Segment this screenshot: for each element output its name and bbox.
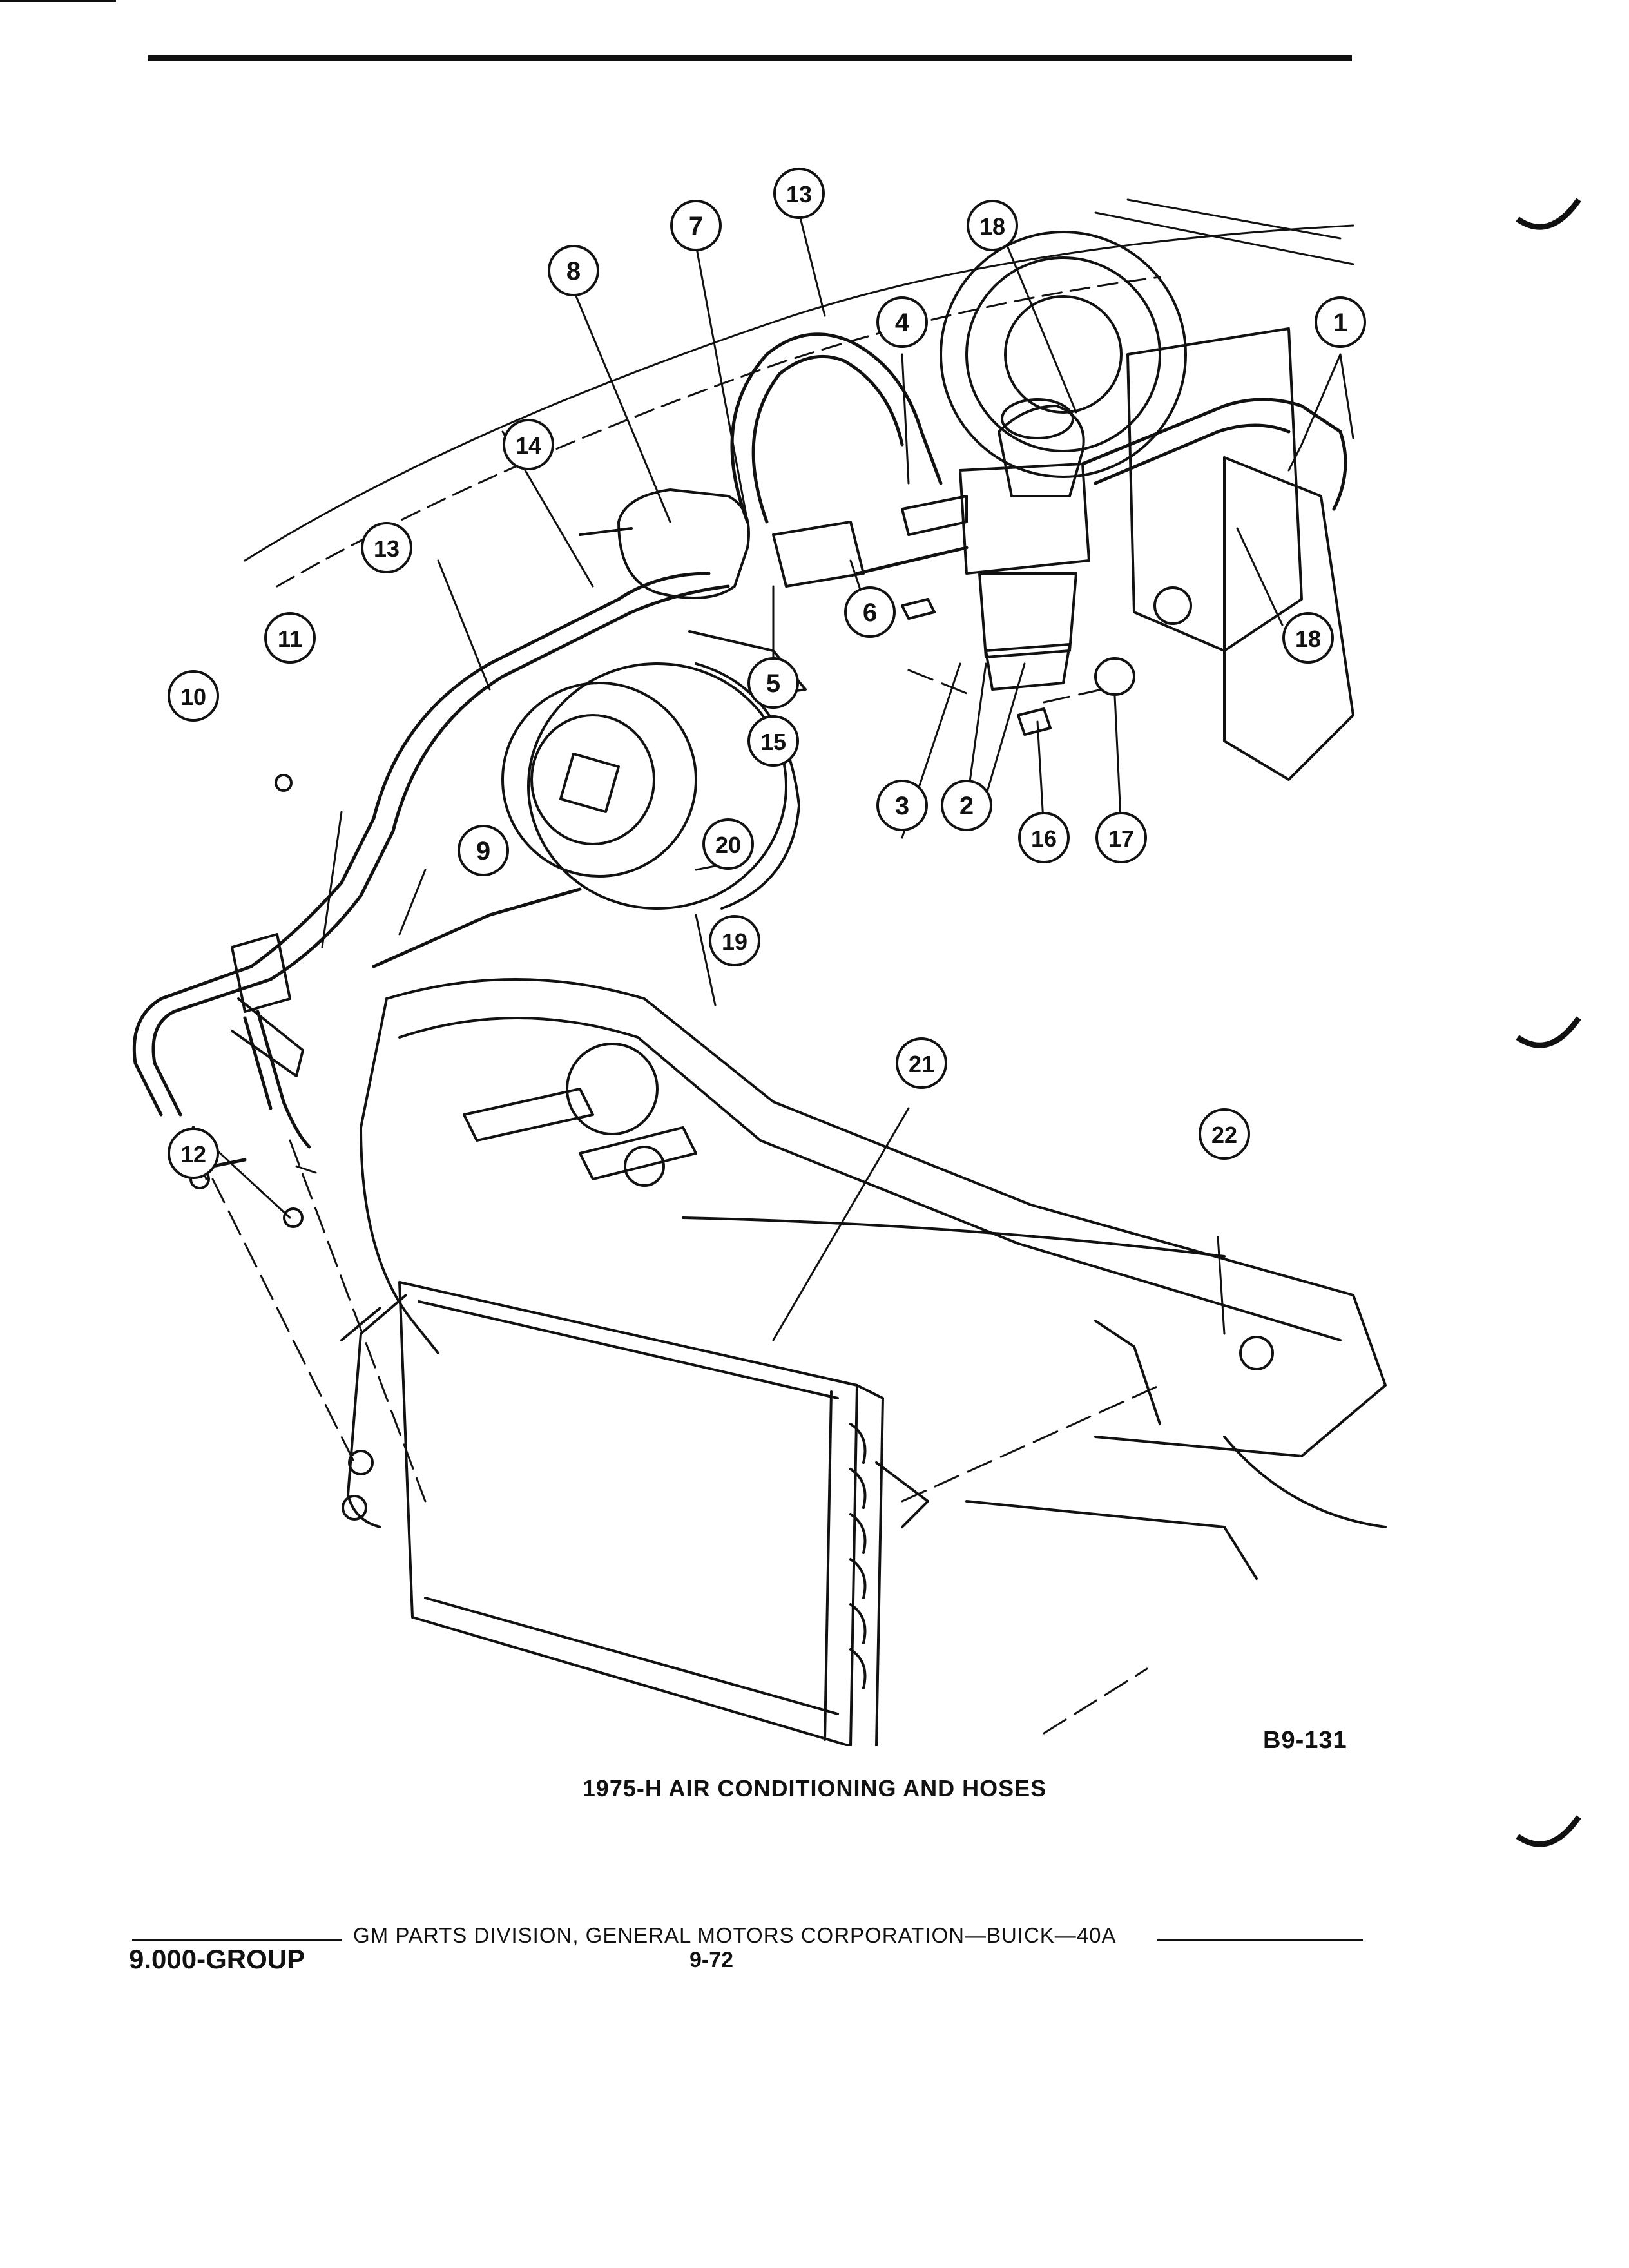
engine-block: [940, 231, 1354, 781]
binder-mark-1: [1516, 198, 1581, 230]
footer-publisher: GM PARTS DIVISION, GENERAL MOTORS CORPOR…: [353, 1923, 1117, 1947]
svg-text:3: 3: [895, 792, 909, 820]
binder-mark-3: [1516, 1815, 1581, 1847]
callout-18-lower: 18: [1282, 612, 1334, 664]
mounting-bracket: [231, 933, 304, 1077]
callout-13-lower: 13: [361, 522, 412, 573]
svg-text:6: 6: [863, 599, 877, 627]
callout-19: 19: [709, 915, 760, 966]
callout-4: 4: [876, 296, 928, 348]
callout-22: 22: [1199, 1108, 1250, 1160]
callout-15: 15: [747, 715, 799, 767]
figure-caption: 1975-H AIR CONDITIONING AND HOSES: [582, 1775, 1047, 1802]
figure-id: B9-131: [1263, 1727, 1347, 1754]
callout-11: 11: [264, 612, 316, 664]
ac-exploded-view-illustration: 1 2 3 4 5 6 7 8 9 10 11 12 13 13 14 15 1…: [132, 168, 1387, 1746]
callout-14: 14: [503, 419, 554, 470]
svg-text:21: 21: [909, 1051, 934, 1077]
callout-6: 6: [844, 586, 896, 638]
callout-21: 21: [896, 1037, 947, 1089]
svg-text:1: 1: [1333, 309, 1347, 337]
svg-text:9: 9: [476, 837, 490, 865]
svg-text:16: 16: [1031, 825, 1057, 852]
svg-text:15: 15: [760, 729, 786, 755]
group-label: 9.000-GROUP: [129, 1944, 305, 1974]
callout-9: 9: [458, 825, 509, 876]
callout-18-upper: 18: [967, 200, 1018, 251]
callout-20: 20: [702, 818, 754, 870]
footer-rule-right: [1157, 1939, 1363, 1941]
callout-8: 8: [548, 245, 599, 296]
svg-text:13: 13: [786, 181, 812, 207]
radiator-support: [360, 978, 1387, 1580]
svg-text:10: 10: [180, 684, 206, 710]
svg-text:14: 14: [516, 432, 541, 459]
callout-12: 12: [168, 1128, 219, 1179]
callout-2: 2: [941, 780, 992, 831]
leader-lines: [192, 211, 1342, 1341]
page-number: 9-72: [689, 1948, 734, 1972]
svg-text:17: 17: [1108, 825, 1134, 852]
svg-text:7: 7: [689, 212, 703, 240]
callout-5: 5: [747, 657, 799, 709]
callout-13-upper: 13: [773, 168, 825, 219]
callout-17: 17: [1095, 812, 1147, 863]
svg-text:11: 11: [278, 626, 302, 652]
footer-rule-left: [132, 1939, 342, 1941]
alignment-lines: [211, 669, 1161, 1735]
binder-mark-2: [1516, 1016, 1581, 1048]
svg-text:22: 22: [1211, 1122, 1237, 1148]
condenser: [340, 1281, 929, 1746]
svg-text:19: 19: [722, 928, 747, 955]
scan-edge-line: [0, 0, 116, 2]
hoses: [132, 332, 1347, 1168]
svg-text:13: 13: [374, 535, 400, 562]
svg-text:12: 12: [180, 1141, 206, 1168]
callout-16: 16: [1018, 812, 1070, 863]
svg-text:4: 4: [895, 309, 910, 337]
svg-text:18: 18: [1295, 626, 1321, 652]
svg-text:5: 5: [766, 669, 780, 698]
svg-text:2: 2: [959, 792, 974, 820]
part-callouts: 1 2 3 4 5 6 7 8 9 10 11 12 13 13 14 15 1…: [168, 168, 1366, 1179]
callout-10: 10: [168, 670, 219, 722]
fender-outline: [244, 198, 1354, 588]
svg-text:8: 8: [566, 257, 581, 285]
compressor: [501, 630, 807, 910]
callout-1: 1: [1315, 296, 1366, 348]
svg-text:18: 18: [979, 213, 1005, 240]
valve-assembly: [901, 398, 1090, 691]
header-rule: [148, 55, 1352, 61]
callout-7: 7: [670, 200, 722, 251]
callout-3: 3: [876, 780, 928, 831]
accumulator: [579, 488, 865, 599]
svg-text:20: 20: [715, 832, 741, 858]
